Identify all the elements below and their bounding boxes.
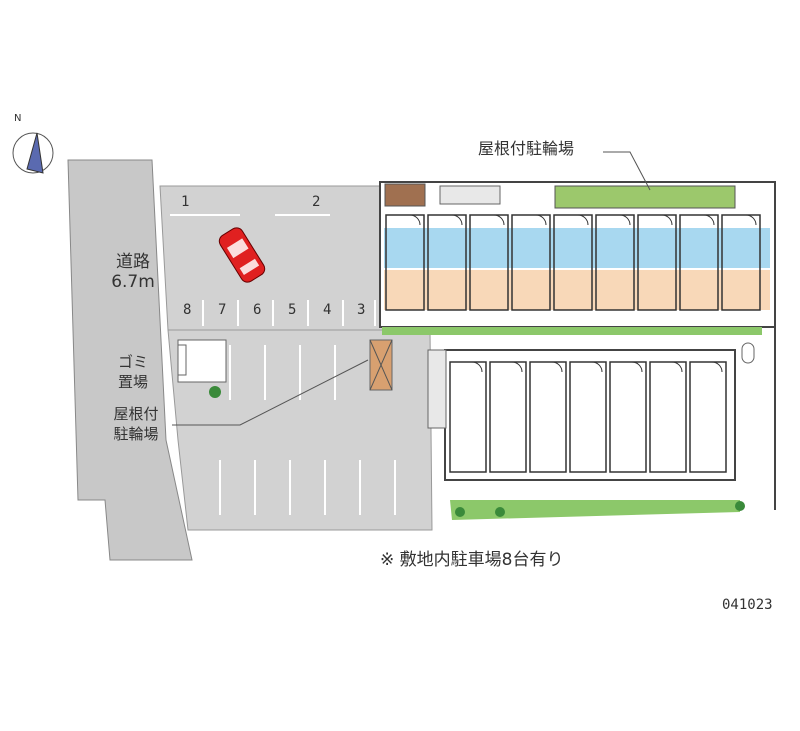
upper-unit	[427, 214, 467, 311]
parking-spot-6: 6	[253, 302, 262, 318]
lower-units	[449, 361, 727, 473]
parking-note: ※ 敷地内駐車場8台有り	[380, 550, 564, 570]
north-label: N	[14, 113, 22, 124]
parking-lines-lower	[219, 345, 396, 515]
parking-spot-1: 1	[181, 194, 190, 210]
parking-spot-2: 2	[312, 194, 321, 210]
upper-units	[385, 214, 761, 311]
garbage-box	[177, 344, 187, 376]
parking-spot-8: 8	[183, 302, 192, 318]
north-arrow-icon	[12, 132, 54, 174]
bike-shed-left-label: 屋根付 駐輪場	[100, 404, 172, 444]
road-label-line1: 道路	[116, 252, 150, 272]
door-icon	[591, 361, 603, 373]
door-icon	[471, 361, 483, 373]
upper-blue-band	[384, 228, 770, 268]
stairs-lower	[427, 349, 447, 429]
bike-left-line2: 駐輪場	[113, 425, 159, 443]
upper-unit	[679, 214, 719, 311]
door-icon	[703, 214, 715, 226]
lower-unit	[569, 361, 607, 473]
upper-unit	[553, 214, 593, 311]
upper-unit	[595, 214, 635, 311]
tree-icon	[495, 507, 505, 517]
door-icon	[671, 361, 683, 373]
door-icon	[451, 214, 463, 226]
grass-strip-lower	[450, 500, 740, 520]
tree-icon	[735, 501, 745, 511]
lower-unit	[529, 361, 567, 473]
car-icon	[218, 227, 266, 283]
garbage-label-line2: 置場	[117, 373, 148, 391]
road-label: 道路 6.7m	[103, 252, 163, 292]
building-lower-outline	[444, 349, 736, 481]
leader-line-bike-top	[603, 151, 651, 191]
upper-unit	[637, 214, 677, 311]
grass-strip-upper	[382, 327, 762, 335]
upper-orange-band	[384, 270, 770, 310]
meter-box	[741, 342, 755, 364]
door-icon	[511, 361, 523, 373]
tree-icon	[455, 507, 465, 517]
road-label-line2: 6.7m	[111, 272, 155, 292]
tree-icon	[209, 386, 221, 398]
bike-shed-top	[554, 185, 736, 209]
bike-shed-top-label: 屋根付駐輪場	[478, 139, 575, 158]
parking-spot-4: 4	[323, 302, 332, 318]
upper-unit	[385, 214, 425, 311]
stairs-upper	[439, 185, 501, 205]
parking-spot-3: 3	[357, 302, 366, 318]
door-icon	[745, 214, 757, 226]
door-icon	[493, 214, 505, 226]
lower-unit	[689, 361, 727, 473]
property-code: 041023	[722, 597, 773, 613]
door-icon	[409, 214, 421, 226]
door-icon	[631, 361, 643, 373]
trash-hatch	[384, 183, 426, 207]
lower-unit	[489, 361, 527, 473]
upper-unit	[721, 214, 761, 311]
leader-line-bike-left	[172, 359, 369, 426]
door-icon	[577, 214, 589, 226]
lower-unit	[449, 361, 487, 473]
parking-spot-7: 7	[218, 302, 227, 318]
door-icon	[711, 361, 723, 373]
door-icon	[661, 214, 673, 226]
upper-unit	[469, 214, 509, 311]
parking-spot-5: 5	[288, 302, 297, 318]
bike-shed-x	[369, 339, 393, 391]
bike-left-line1: 屋根付	[113, 405, 159, 423]
lower-unit	[649, 361, 687, 473]
door-icon	[535, 214, 547, 226]
garbage-label: ゴミ 置場	[107, 352, 159, 392]
road	[67, 159, 193, 561]
lower-unit	[609, 361, 647, 473]
upper-unit	[511, 214, 551, 311]
door-icon	[551, 361, 563, 373]
garbage-label-line1: ゴミ	[117, 353, 148, 371]
parking-lines-upper	[170, 214, 376, 326]
door-icon	[619, 214, 631, 226]
